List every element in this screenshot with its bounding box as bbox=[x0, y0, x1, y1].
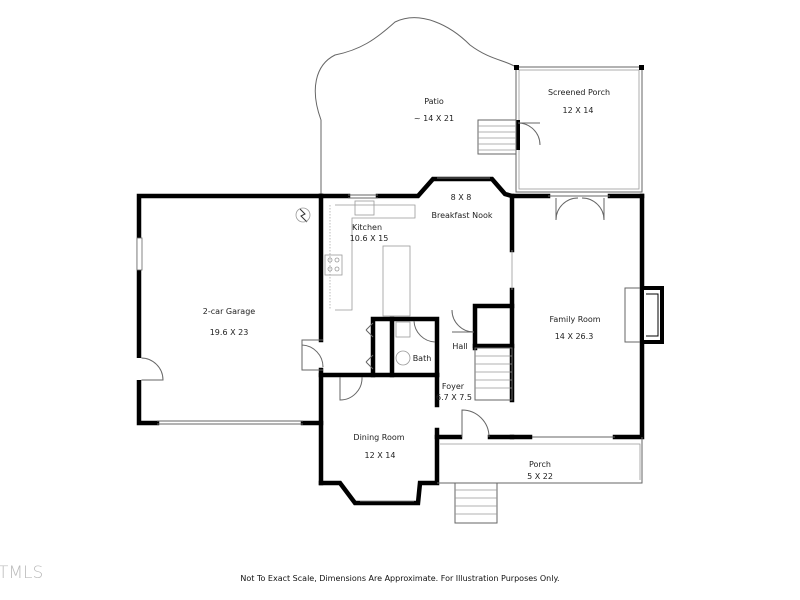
foyer-label: Foyer bbox=[442, 382, 465, 391]
breakfast-nook-dims: 8 X 8 bbox=[451, 193, 472, 202]
dining-room-dims: 12 X 14 bbox=[365, 451, 396, 460]
screened-porch-dims: 12 X 14 bbox=[563, 106, 594, 115]
garage-dims: 19.6 X 23 bbox=[210, 328, 249, 337]
patio-label: Patio bbox=[424, 97, 444, 106]
patio-dims: ~ 14 X 21 bbox=[414, 114, 454, 123]
logo: TMLS bbox=[0, 563, 43, 583]
family-room-label: Family Room bbox=[549, 315, 600, 324]
breakfast-nook-label: Breakfast Nook bbox=[431, 211, 492, 220]
house-walls bbox=[301, 176, 664, 506]
screened-porch bbox=[514, 65, 644, 193]
garage-label: 2-car Garage bbox=[203, 307, 255, 316]
dining-room-label: Dining Room bbox=[353, 433, 404, 442]
porch-label: Porch bbox=[529, 460, 551, 469]
hall-label: Hall bbox=[452, 342, 467, 351]
garage-walls bbox=[136, 193, 324, 426]
kitchen-dims: 10.6 X 15 bbox=[350, 234, 389, 243]
bath-label: Bath bbox=[413, 354, 432, 363]
patio-outline bbox=[314, 17, 517, 196]
kitchen-label: Kitchen bbox=[352, 223, 382, 232]
patio-steps bbox=[477, 119, 517, 155]
screened-porch-label: Screened Porch bbox=[548, 88, 610, 97]
disclaimer: Not To Exact Scale, Dimensions Are Appro… bbox=[240, 574, 559, 583]
porch-dims: 5 X 22 bbox=[527, 472, 553, 481]
family-room-dims: 14 X 26.3 bbox=[555, 332, 594, 341]
front-porch bbox=[437, 437, 643, 524]
foyer-dims: 6.7 X 7.5 bbox=[436, 393, 472, 402]
